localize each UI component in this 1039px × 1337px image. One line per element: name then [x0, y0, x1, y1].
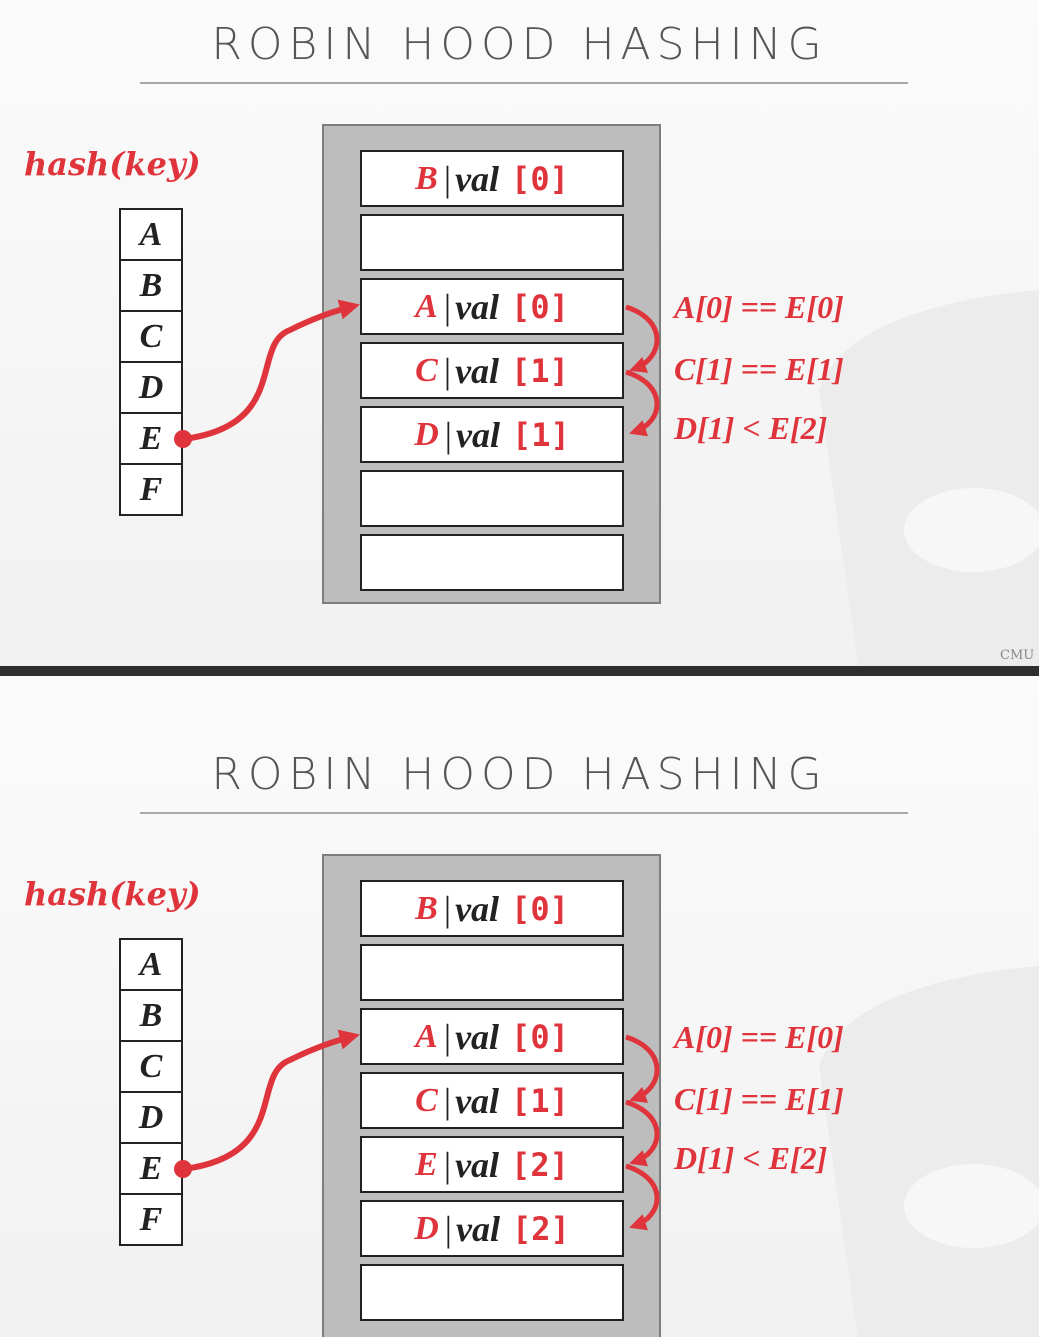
database-logo-icon: [819, 966, 1039, 1337]
comparison-label: C[1] == E[1]: [674, 351, 844, 387]
slot-key: E: [415, 1145, 438, 1183]
title-divider: [140, 82, 908, 84]
slot-value: val: [455, 1144, 500, 1185]
hash-function-label: hash(key): [24, 145, 201, 183]
hash-slot-1: [360, 944, 624, 1001]
probe-arrow: [625, 304, 660, 373]
database-logo-icon: [819, 290, 1039, 666]
slot-distance: [1]: [511, 351, 569, 390]
hash-pointer-arrow: [183, 1029, 360, 1172]
key-cell: B: [119, 259, 183, 312]
slot-distance: [0]: [511, 287, 569, 326]
slot-key: A: [415, 287, 438, 325]
slot-value: val: [455, 350, 500, 391]
slot-distance: [1]: [511, 1081, 569, 1120]
key-cell: F: [119, 463, 183, 516]
hash-slot-0: B|val [0]: [360, 880, 624, 937]
slot-value: val: [455, 888, 500, 929]
title-divider: [140, 812, 908, 814]
key-cell: E: [119, 1142, 183, 1195]
slot-distance: [2]: [511, 1209, 570, 1248]
key-cell: C: [119, 310, 183, 363]
slot-distance: [1]: [511, 415, 570, 454]
slot-separator: |: [443, 1080, 452, 1121]
slot-value: val: [455, 286, 500, 327]
hash-slot-4: E|val [2]: [360, 1136, 624, 1193]
hash-slot-6: [360, 1264, 624, 1321]
slot-distance: [0]: [511, 159, 569, 198]
hash-slot-3: C|val [1]: [360, 1072, 624, 1129]
slot-separator: |: [443, 286, 452, 327]
key-cell: D: [119, 361, 183, 414]
slot-value: val: [456, 1208, 500, 1249]
arrows-layer: [174, 299, 660, 448]
slot-key: B: [415, 159, 438, 197]
slot-separator: |: [443, 158, 452, 199]
comparison-label: A[0] == E[0]: [674, 289, 844, 325]
slot-separator: |: [443, 1144, 452, 1185]
slot-separator: |: [444, 1208, 452, 1249]
hash-pointer-arrow: [183, 299, 360, 442]
footer-text: CMU 1: [1000, 648, 1039, 663]
slot-key: C: [415, 1081, 438, 1119]
arrows-layer: [174, 1029, 660, 1231]
slide-1: ROBIN HOOD HASHING hash(key) A B C D E F…: [0, 0, 1039, 666]
probe-arrow: [625, 1163, 660, 1231]
hash-slot-2: A|val [0]: [360, 278, 624, 335]
hash-slot-1: [360, 214, 624, 271]
slot-key: D: [414, 1209, 439, 1247]
slot-value: val: [455, 158, 500, 199]
hash-origin-dot: [174, 430, 192, 448]
hash-slot-3: C|val [1]: [360, 342, 624, 399]
hash-slot-6: [360, 534, 624, 591]
key-list: A B C D E F: [119, 208, 183, 516]
slot-distance: [2]: [511, 1145, 569, 1184]
hash-slot-5: [360, 470, 624, 527]
slide-title: ROBIN HOOD HASHING: [211, 749, 828, 800]
slot-value: val: [455, 1016, 500, 1057]
slot-key: C: [415, 351, 438, 389]
hash-slot-4: D|val [1]: [360, 406, 624, 463]
slot-value: val: [456, 414, 500, 455]
hash-function-label: hash(key): [24, 875, 201, 913]
slot-separator: |: [443, 350, 452, 391]
slot-value: val: [455, 1080, 500, 1121]
slot-distance: [0]: [511, 889, 569, 928]
hash-origin-dot: [174, 1160, 192, 1178]
slot-separator: |: [443, 1016, 452, 1057]
comparison-label: D[1] < E[2]: [674, 1140, 828, 1176]
slot-key: D: [414, 415, 439, 453]
slot-separator: |: [443, 888, 452, 929]
slide-separator: [0, 666, 1039, 676]
key-list: A B C D E F: [119, 938, 183, 1246]
hash-slot-2: A|val [0]: [360, 1008, 624, 1065]
hash-slot-5: D|val [2]: [360, 1200, 624, 1257]
probe-arrow: [625, 369, 660, 437]
probe-arrow: [625, 1034, 660, 1103]
slot-key: B: [415, 889, 438, 927]
comparison-label: D[1] < E[2]: [674, 410, 828, 446]
hash-slot-0: B|val [0]: [360, 150, 624, 207]
probe-arrow: [625, 1099, 660, 1167]
slot-distance: [0]: [511, 1017, 569, 1056]
slot-key: A: [415, 1017, 438, 1055]
comparison-label: C[1] == E[1]: [674, 1081, 844, 1117]
slot-separator: |: [444, 414, 452, 455]
key-cell: D: [119, 1091, 183, 1144]
key-cell: F: [119, 1193, 183, 1246]
slide-2: ROBIN HOOD HASHING hash(key) A B C D E F…: [0, 676, 1039, 1337]
slide-title: ROBIN HOOD HASHING: [211, 19, 828, 70]
comparison-label: A[0] == E[0]: [674, 1019, 844, 1055]
